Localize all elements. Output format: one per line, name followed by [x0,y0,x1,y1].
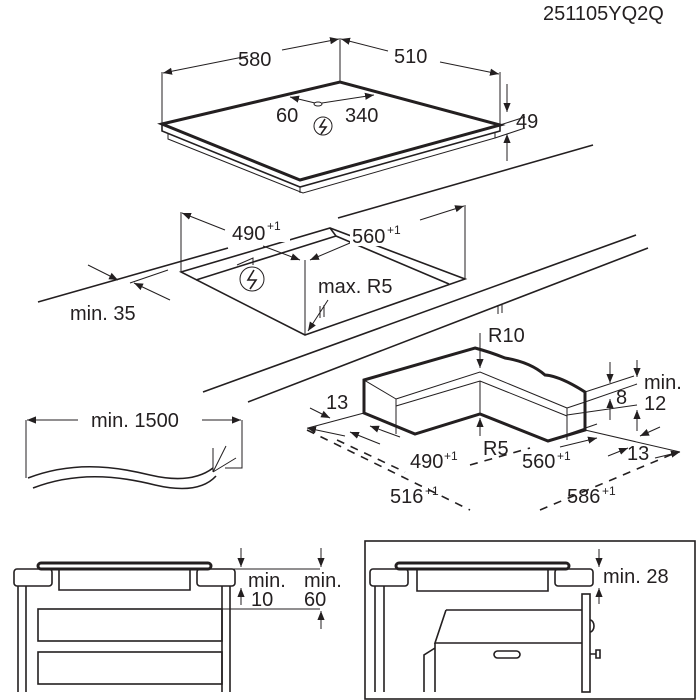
outer-depth-label: 586 [567,486,600,508]
electrical-hazard-icon [313,116,333,136]
outer-depth-tolerance: +1 [602,484,616,498]
inner-depth-tolerance: +1 [557,449,571,463]
cutout-illustration [87,205,468,336]
outer-width-label: 516 [390,486,423,508]
electrical-hazard-icon [239,266,265,292]
right-ledge-label: 13 [627,443,649,465]
left-ledge-label: 13 [326,392,348,414]
inner-depth-label: 560 [522,451,555,473]
drawing-code: 251105YQ2Q [543,3,664,25]
inner-width-label: 490 [410,451,443,473]
outer-radius-label: R10 [488,325,525,347]
hob-width-label: 580 [238,49,271,71]
drawer-section-illustration [13,548,325,692]
outer-width-tolerance: +1 [425,484,439,498]
hob-height-label: 49 [516,111,538,133]
drawer-gap-label-1: min. [248,570,286,592]
min-worktop-label: min. [644,372,682,394]
cable-length-label: min. 1500 [91,410,179,432]
cutout-depth-label: 560 [352,226,385,248]
cutout-width-tolerance: +1 [267,219,281,233]
connection-right-label: 340 [345,105,378,127]
hob-illustration [157,37,526,194]
oven-gap-label: min. 28 [603,566,669,588]
inner-radius-label: R5 [483,438,509,460]
front-distance-label: min. 35 [70,303,136,325]
cutout-depth-tolerance: +1 [387,223,401,237]
corner-radius-label: max. R5 [318,276,392,298]
worktop-edges [37,144,649,403]
oven-section-illustration [364,540,696,700]
cutout-width-label: 490 [232,223,265,245]
ledge-depth-label: 8 [616,387,627,409]
hob-depth-label: 510 [394,46,427,68]
power-cable-illustration [25,416,243,490]
drawer-gap-label-2: min. [304,570,342,592]
drawer-gap-value-1: 10 [251,589,273,611]
min-worktop-value: 12 [644,393,666,415]
drawer-gap-value-2: 60 [304,589,326,611]
inner-width-tolerance: +1 [444,449,458,463]
frame-cutout-illustration [306,333,681,511]
connection-left-label: 60 [276,105,298,127]
